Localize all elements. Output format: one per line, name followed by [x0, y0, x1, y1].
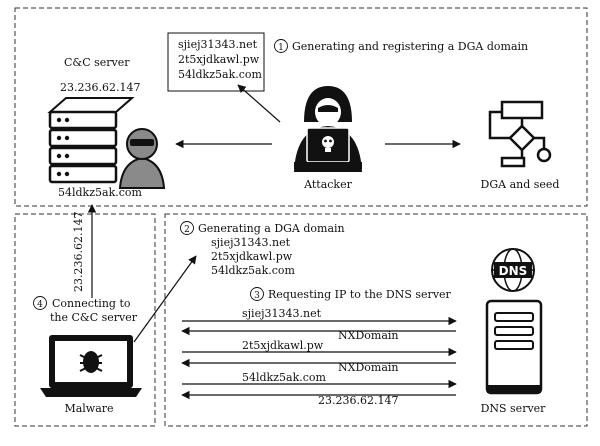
step1-circle	[274, 39, 288, 53]
callout-domain-1: sjiej31343.net	[178, 38, 258, 51]
step3-label: Requesting IP to the DNS server	[268, 288, 452, 301]
step4-label-line1: Connecting to	[52, 297, 131, 310]
step2-number: 2	[184, 225, 190, 235]
dns-globe-icon: DNS	[491, 248, 535, 292]
generated-domain-1: sjiej31343.net	[211, 236, 291, 249]
dns-query-1: sjiej31343.net	[242, 307, 322, 320]
domain-callout-box	[167, 32, 265, 92]
attacker-label: Attacker	[303, 178, 352, 191]
step3-circle	[250, 287, 264, 301]
callout-domain-2: 2t5xjdkawl.pw	[178, 53, 260, 66]
malware-to-dga-arrow	[133, 255, 197, 343]
dns-query-3: 54ldkz5ak.com	[242, 371, 327, 384]
step1-number: 1	[278, 43, 284, 53]
dns-reply-2: NXDomain	[338, 361, 399, 374]
callout-pointer	[237, 84, 281, 123]
step2-circle	[180, 221, 194, 235]
generated-domain-2: 2t5xjdkawl.pw	[211, 250, 293, 263]
cc-server-ip: 23.236.62.147	[60, 81, 140, 94]
cc-server-domain: 54ldkz5ak.com	[58, 186, 143, 199]
dns-server-label: DNS server	[481, 402, 547, 415]
step4-label-line2: the C&C server	[50, 311, 138, 324]
step4-circle	[33, 296, 47, 310]
dns-globe-text: DNS	[499, 264, 528, 278]
generated-domain-3: 54ldkz5ak.com	[211, 264, 296, 277]
step3-number: 3	[254, 291, 260, 301]
step4-number: 4	[37, 300, 43, 310]
vertical-ip-label: 23.236.62.147	[72, 212, 85, 292]
dns-server-tower-icon	[485, 299, 543, 395]
top-frame	[14, 7, 588, 207]
dns-frame	[164, 213, 588, 427]
dga-label: DGA and seed	[481, 178, 560, 191]
cc-server-title: C&C server	[64, 56, 130, 69]
dga-flowchart-icon	[488, 100, 552, 168]
callout-domain-3: 54ldkz5ak.com	[178, 68, 263, 81]
step2-label: Generating a DGA domain	[198, 222, 345, 235]
step1-label: Generating and registering a DGA domain	[292, 40, 528, 53]
server-rack-icon	[47, 97, 135, 184]
attacker-icon	[294, 86, 362, 172]
hacker-person-icon	[118, 128, 166, 189]
dns-reply-1: NXDomain	[338, 329, 399, 342]
dns-query-2: 2t5xjdkawl.pw	[242, 339, 324, 352]
malware-laptop-icon	[40, 335, 142, 397]
malware-label: Malware	[64, 402, 113, 415]
dns-reply-3: 23.236.62.147	[318, 394, 398, 407]
